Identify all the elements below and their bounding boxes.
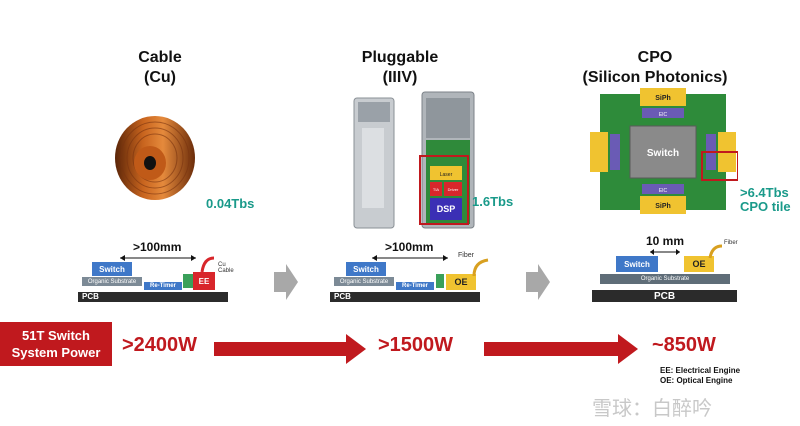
siph-label-bottom: SiPh: [655, 203, 671, 210]
cable-retimer: Re-Timer: [144, 282, 182, 290]
gray-arrow-icon: [526, 264, 550, 300]
cable-power: >2400W: [122, 334, 198, 356]
siph-label-top: SiPh: [655, 95, 671, 102]
pluggable-title-line2: (IIIV): [382, 69, 418, 86]
cpo-distance: 10 mm: [646, 234, 685, 248]
cu-cable-label: Cu Cable: [218, 262, 234, 274]
cpo-pcb: PCB: [592, 290, 737, 302]
tia-label: TIA: [433, 187, 440, 192]
power-arrow-1: [214, 342, 350, 356]
cu-cable-icon: [200, 256, 215, 273]
cpo-bandwidth: >6.4Tbs CPO tile: [740, 186, 791, 214]
cable-pcb: PCB: [78, 292, 228, 302]
pluggable-retimer: Re-Timer: [396, 282, 434, 290]
pluggable-power: >1500W: [378, 334, 454, 356]
system-power-line2: System Power: [11, 345, 101, 360]
cpo-power: ~850W: [652, 334, 716, 356]
cpo-bandwidth-line2: CPO tile: [740, 199, 791, 214]
pluggable-module-image: DSP Laser TIA Driver: [353, 91, 475, 229]
eic-label-top: EIC: [659, 112, 668, 118]
system-power-line1: 51T Switch: [22, 328, 90, 343]
cpo-title-line2: (Silicon Photonics): [582, 69, 728, 86]
pluggable-pcb-label: PCB: [334, 292, 351, 301]
cable-title-line2: (Cu): [144, 69, 176, 86]
system-power-label: 51T Switch System Power: [0, 322, 112, 366]
distance-arrow-icon: [120, 255, 196, 261]
distance-arrow-icon: [372, 255, 448, 261]
pluggable-pcb: PCB: [330, 292, 480, 302]
cpo-core-label: Switch: [647, 148, 679, 159]
cable-substrate: Organic Substrate: [82, 277, 142, 286]
pluggable-connector: [436, 274, 444, 288]
cpo-substrate: Organic Substrate: [600, 274, 730, 284]
cable-connector: [183, 274, 193, 288]
cpo-bandwidth-line1: >6.4Tbs: [740, 185, 789, 200]
eic-label-bottom: EIC: [659, 188, 668, 194]
pluggable-distance: >100mm: [385, 240, 434, 254]
watermark: 雪球：白醉吟: [592, 396, 712, 420]
pluggable-title-line1: Pluggable: [361, 49, 439, 66]
cpo-cross-section: 10 mm Switch OE Fiber Organic Substrate …: [592, 234, 742, 308]
cpo-title-line1: CPO: [637, 49, 673, 66]
cpo-title: CPO (Silicon Photonics): [570, 48, 740, 88]
red-arrowhead-icon: [346, 334, 366, 364]
copper-coil-image: [115, 116, 195, 200]
cpo-switch-chip: Switch: [616, 256, 658, 272]
legend-oe: OE: Optical Engine: [660, 376, 733, 385]
pluggable-bandwidth: 1.6Tbs: [472, 194, 514, 209]
pluggable-substrate: Organic Substrate: [334, 277, 394, 286]
cpo-engine: OE: [684, 256, 714, 272]
cable-title: Cable (Cu): [100, 48, 220, 88]
gray-arrow-icon: [274, 264, 298, 300]
cable-title-line1: Cable: [138, 49, 182, 66]
fiber-icon: [472, 258, 489, 277]
cable-switch-chip: Switch: [92, 262, 132, 276]
legend-ee: EE: Electrical Engine: [660, 366, 741, 375]
pluggable-switch-chip: Switch: [346, 262, 386, 276]
cpo-tile-image: SiPh EIC SiPh EIC Switch: [590, 88, 738, 214]
legend: EE: Electrical Engine OE: Optical Engine: [660, 366, 740, 386]
pluggable-title: Pluggable (IIIV): [340, 48, 460, 88]
cable-cross-section: >100mm Switch Organic Substrate Re-Timer…: [78, 240, 234, 306]
pluggable-engine: OE: [446, 274, 476, 290]
pluggable-cross-section: >100mm Switch Organic Substrate Re-Timer…: [330, 240, 490, 306]
cable-bandwidth: 0.04Tbs: [206, 196, 255, 211]
cable-distance: >100mm: [133, 240, 182, 254]
dsp-label: DSP: [437, 204, 456, 214]
distance-arrow-icon: [650, 249, 680, 255]
cable-engine: EE: [193, 272, 215, 290]
pluggable-fiber-label: Fiber: [458, 252, 474, 259]
power-arrow-2: [484, 342, 622, 356]
cable-pcb-label: PCB: [82, 292, 99, 301]
laser-label: Laser: [440, 172, 453, 178]
fiber-icon: [708, 244, 723, 259]
cpo-fiber-label: Fiber: [724, 240, 738, 246]
driver-label: Driver: [448, 187, 459, 192]
red-arrowhead-icon: [618, 334, 638, 364]
